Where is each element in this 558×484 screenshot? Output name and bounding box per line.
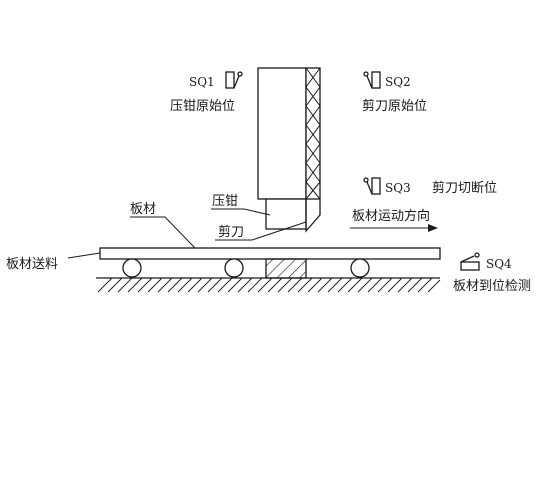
clamp-label: 压钳 bbox=[212, 194, 238, 209]
sq1-label: SQ1 bbox=[189, 75, 215, 89]
blade-label: 剪刀 bbox=[218, 224, 244, 240]
feed-label: 板材送料 bbox=[6, 257, 58, 272]
sq4-label: SQ4 bbox=[486, 257, 512, 271]
roller bbox=[224, 258, 244, 278]
clamp-leader bbox=[211, 208, 271, 216]
feed-leader bbox=[67, 252, 101, 259]
clamp-body bbox=[257, 67, 307, 200]
sq3-description: 剪刀切断位 bbox=[432, 180, 497, 196]
limit-switch-sq4-icon bbox=[460, 252, 480, 271]
blade-leader bbox=[215, 221, 307, 241]
blade-tip bbox=[305, 199, 321, 233]
cutting-block bbox=[265, 258, 307, 279]
blade-x-pattern bbox=[305, 67, 321, 200]
ground-hatch bbox=[97, 277, 441, 293]
limit-switch-sq1-icon bbox=[225, 71, 243, 89]
sq1-description: 压钳原始位 bbox=[170, 99, 235, 114]
limit-switch-sq3-icon bbox=[363, 177, 381, 195]
sq2-description: 剪刀原始位 bbox=[362, 98, 427, 114]
limit-switch-sq2-icon bbox=[363, 71, 381, 89]
plate-leader bbox=[130, 216, 196, 249]
sq4-description: 板材到位检测 bbox=[453, 279, 531, 294]
plate bbox=[99, 247, 441, 260]
direction-label: 板材运动方向 bbox=[352, 208, 430, 224]
plate-label: 板材 bbox=[130, 202, 156, 217]
roller bbox=[350, 258, 370, 278]
direction-arrow bbox=[350, 224, 438, 232]
roller bbox=[122, 258, 142, 278]
sq2-label: SQ2 bbox=[385, 75, 411, 89]
sq3-label: SQ3 bbox=[385, 181, 411, 195]
